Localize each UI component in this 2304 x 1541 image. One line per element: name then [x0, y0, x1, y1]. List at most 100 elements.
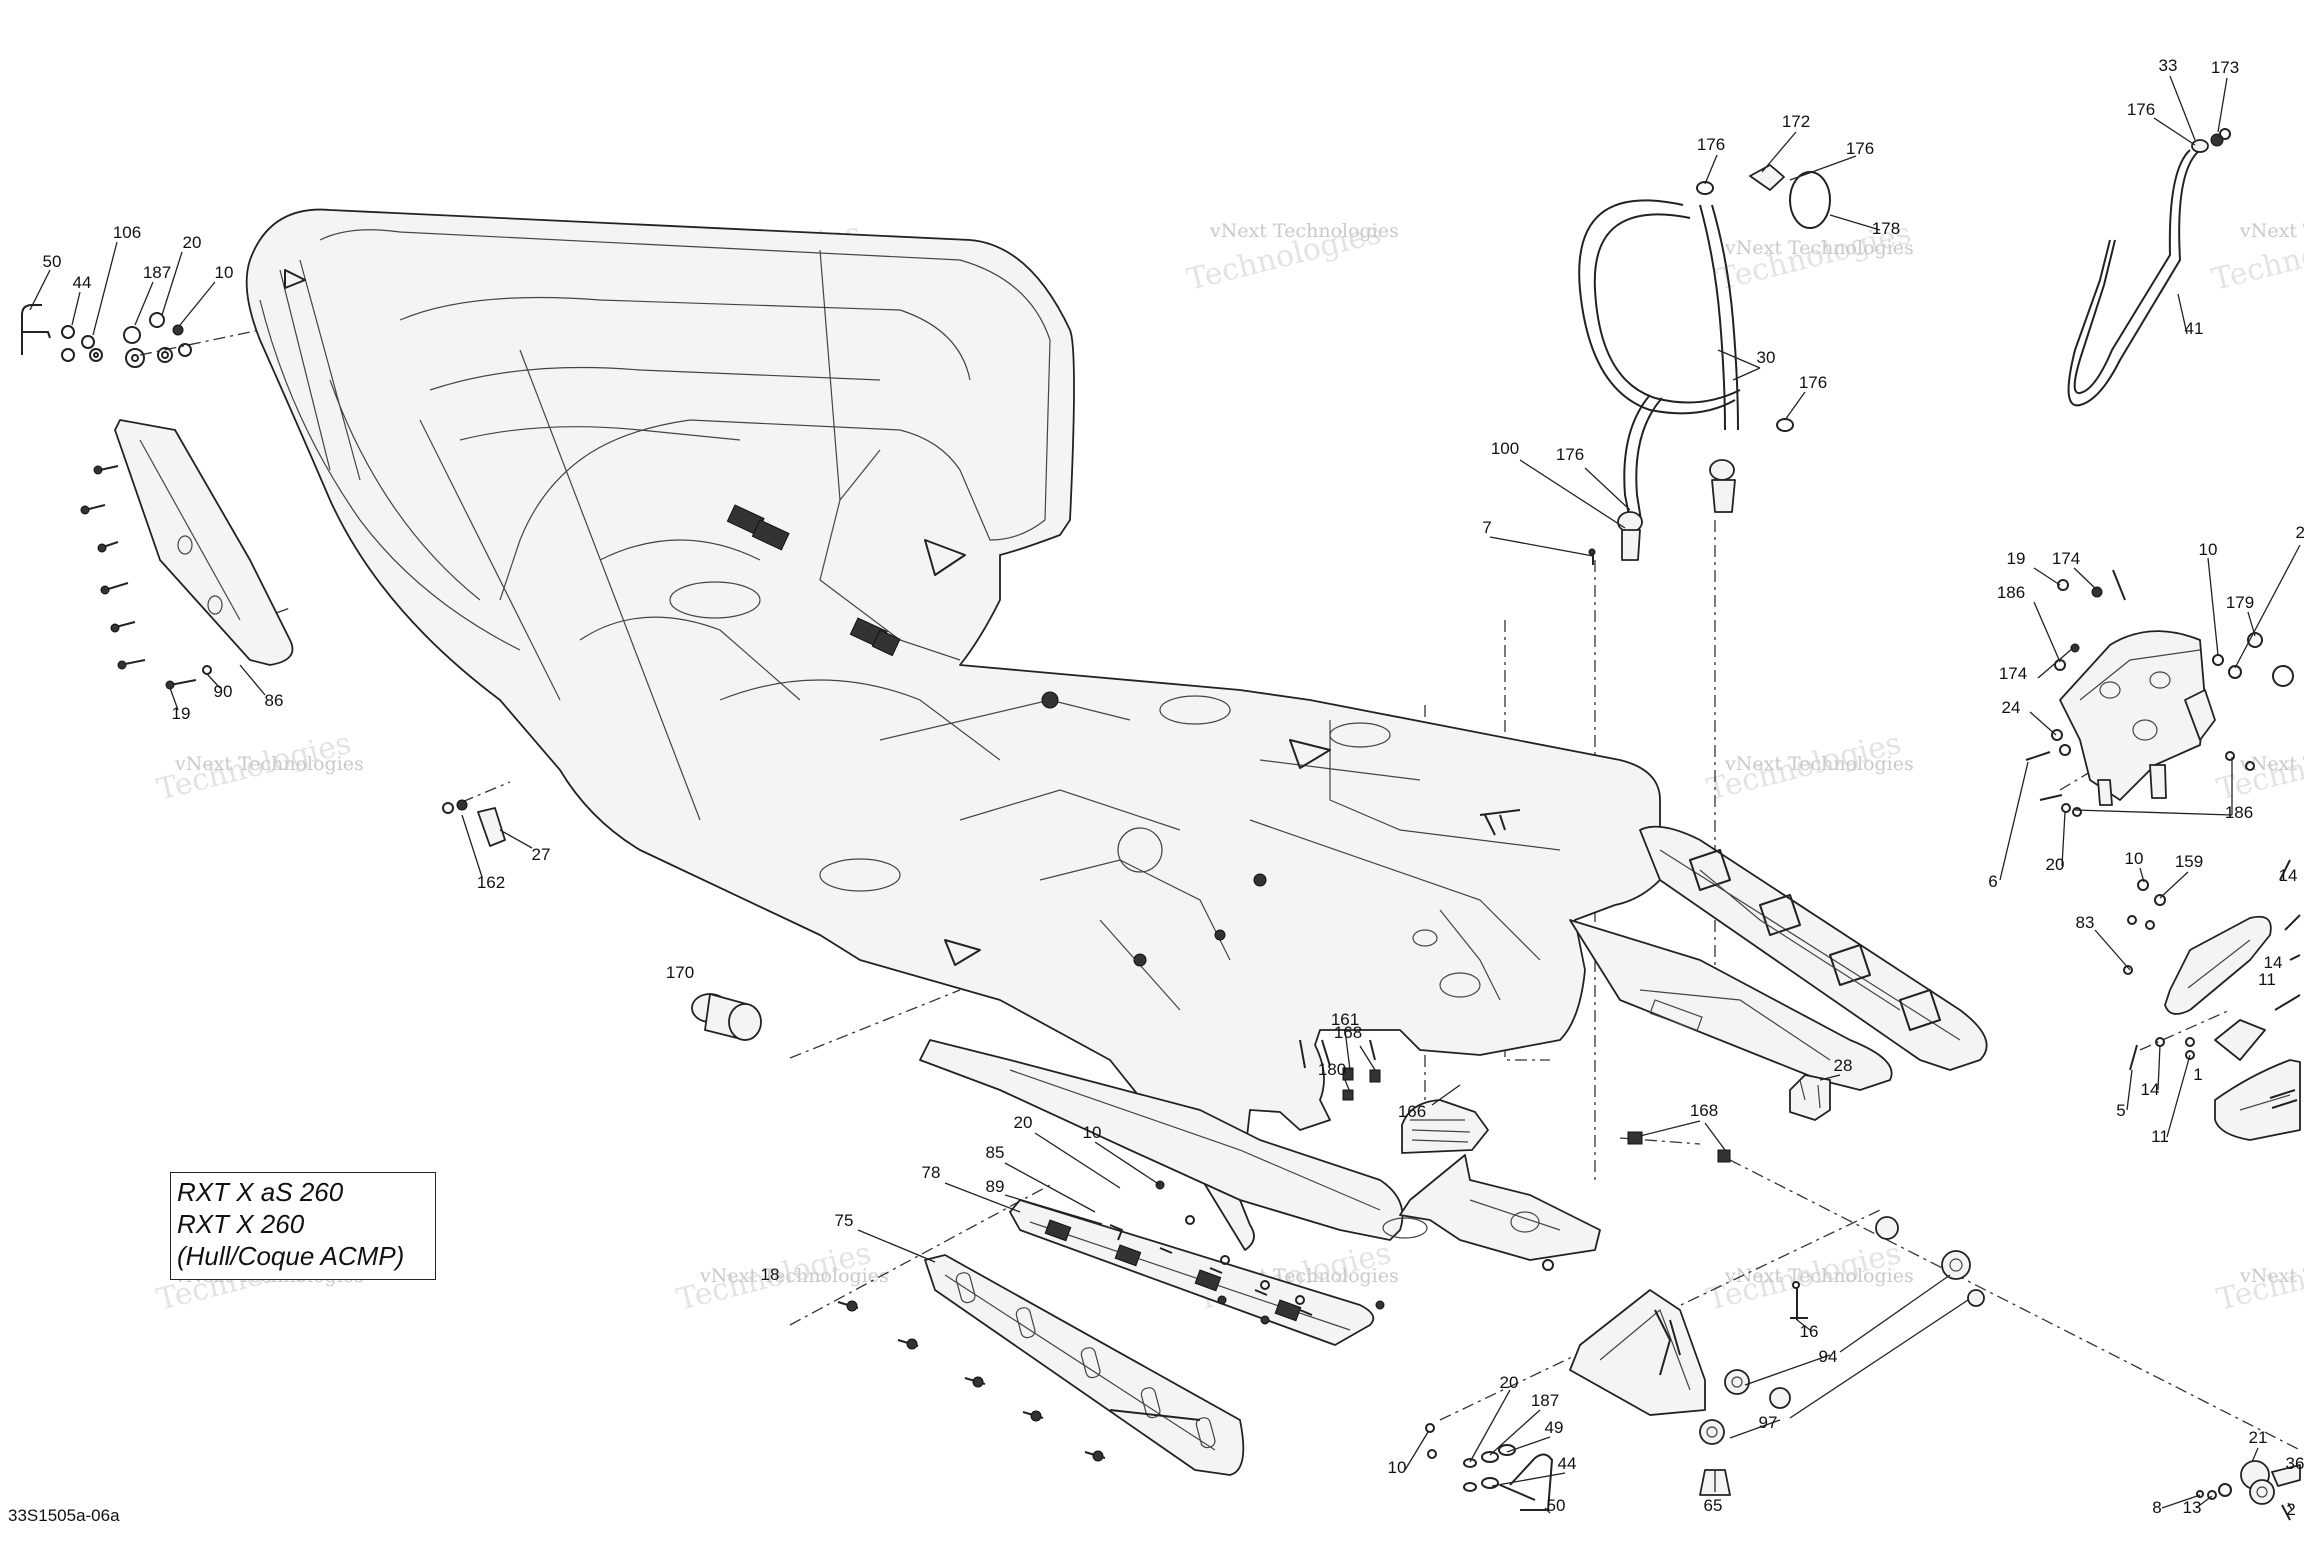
callout-49: 49 — [1545, 1418, 1564, 1437]
callout-21: 21 — [2249, 1428, 2268, 1447]
callout-11: 11 — [2258, 970, 2276, 989]
watermark-small: vNext Technologies — [2239, 753, 2304, 775]
callout-178: 178 — [1872, 219, 1900, 238]
callout-10: 10 — [2199, 540, 2218, 559]
callout-14: 14 — [2264, 953, 2283, 972]
callout-176: 176 — [2127, 100, 2155, 119]
callout-7: 7 — [1482, 518, 1491, 537]
callout-5: 5 — [2116, 1101, 2125, 1120]
clip-27 — [442, 799, 506, 847]
callout-10: 10 — [1388, 1458, 1407, 1477]
callout-75: 75 — [835, 1211, 854, 1230]
callout-83: 83 — [2076, 913, 2095, 932]
callout-10: 10 — [1083, 1123, 1102, 1142]
callout-18: 18 — [761, 1265, 780, 1284]
callout-174: 174 — [2052, 549, 2080, 568]
tow-eye-50 — [1425, 1423, 1553, 1511]
callout-176: 176 — [1799, 373, 1827, 392]
callout-97: 97 — [1759, 1413, 1778, 1432]
leader-lines — [29, 75, 2301, 1514]
callout-41: 41 — [2185, 319, 2204, 338]
legend-line-2: RXT X 260 — [177, 1209, 305, 1239]
callout-1: 1 — [2193, 1065, 2202, 1084]
callout-13: 13 — [2183, 1498, 2202, 1517]
callout-65: 65 — [1704, 1496, 1723, 1515]
callout-162: 162 — [477, 873, 505, 892]
callout-173: 173 — [2211, 58, 2239, 77]
callout-19: 19 — [2007, 549, 2026, 568]
watermark-small: vNext Technologies — [1209, 220, 1399, 242]
callout-179: 179 — [2226, 593, 2254, 612]
callout-168: 168 — [1334, 1023, 1362, 1042]
callout-186: 186 — [1997, 583, 2025, 602]
callout-89: 89 — [986, 1177, 1005, 1196]
callout-90: 90 — [214, 682, 233, 701]
callout-20: 20 — [1500, 1373, 1519, 1392]
callout-27: 27 — [532, 845, 551, 864]
callout-187: 187 — [143, 263, 171, 282]
callout-8: 8 — [2152, 1498, 2161, 1517]
bow-hardware — [21, 304, 192, 368]
callout-20: 20 — [1014, 1113, 1033, 1132]
callout-16: 16 — [1800, 1322, 1819, 1341]
callout-33: 33 — [2159, 56, 2178, 75]
callout-28: 28 — [1834, 1056, 1853, 1075]
callout-176: 176 — [1846, 139, 1874, 158]
legend-line-1: RXT X aS 260 — [177, 1177, 344, 1207]
callout-50: 50 — [1547, 1496, 1566, 1515]
bow-bumper-86 — [80, 419, 294, 690]
watermark-small: vNext Technologies — [699, 1265, 889, 1287]
callout-14: 14 — [2141, 1080, 2160, 1099]
drawing-reference-code: 33S1505a-06a — [8, 1506, 120, 1525]
keel-rail-78 — [1009, 1199, 1375, 1346]
watermark-small: vNext Technologies — [1724, 753, 1914, 775]
callout-20: 20 — [183, 233, 202, 252]
sensor-21 — [2196, 1460, 2301, 1521]
callout-161: 161 — [1331, 1010, 1359, 1029]
callout-24: 24 — [2002, 698, 2021, 717]
watermark-small: vNext Technologies — [2239, 1265, 2304, 1287]
callout-44: 44 — [1558, 1454, 1577, 1473]
drain-plug-170 — [691, 993, 762, 1041]
callout-187: 187 — [1531, 1391, 1559, 1410]
callout-176: 176 — [1697, 135, 1725, 154]
callout-166: 166 — [1398, 1102, 1426, 1121]
callout-85: 85 — [986, 1143, 1005, 1162]
watermark-small: vNext Technologies — [1724, 237, 1914, 259]
callout-86: 86 — [265, 691, 284, 710]
pump-housing — [1569, 1216, 1985, 1496]
callout-20: 20 — [2296, 523, 2304, 542]
hoses-30 — [1578, 164, 1831, 565]
callout-106: 106 — [113, 223, 141, 242]
callout-2: 2 — [2286, 1500, 2295, 1519]
callout-78: 78 — [922, 1163, 941, 1182]
bracket-28 — [1627, 1074, 1831, 1163]
mount-bracket — [2025, 569, 2294, 817]
callout-94: 94 — [1819, 1347, 1838, 1366]
callout-100: 100 — [1491, 439, 1519, 458]
intake-166 — [1299, 1039, 1601, 1271]
callout-20: 20 — [2046, 855, 2065, 874]
callout-36: 36 — [2286, 1454, 2304, 1473]
callout-11: 11 — [2151, 1127, 2169, 1146]
watermark-small: vNext Technologies — [2239, 220, 2304, 242]
hull-body — [245, 208, 1988, 1251]
callout-10: 10 — [215, 263, 234, 282]
callout-50: 50 — [43, 252, 62, 271]
watermark-small: vNext Technologies — [1724, 1265, 1914, 1287]
callout-180: 180 — [1318, 1060, 1346, 1079]
watermark-small: vNext Technologies — [174, 753, 364, 775]
mount-83 — [2123, 859, 2301, 1141]
callout-176: 176 — [1556, 445, 1584, 464]
callout-168: 168 — [1690, 1101, 1718, 1120]
callout-10: 10 — [2125, 849, 2144, 868]
legend-line-3: (Hull/Coque ACMP) — [177, 1241, 405, 1271]
callout-174: 174 — [1999, 664, 2027, 683]
keel-rail-75 — [924, 1254, 1245, 1476]
hose-41 — [2067, 128, 2231, 407]
callout-30: 30 — [1757, 348, 1776, 367]
callout-172: 172 — [1782, 112, 1810, 131]
callout-6: 6 — [1988, 872, 1997, 891]
